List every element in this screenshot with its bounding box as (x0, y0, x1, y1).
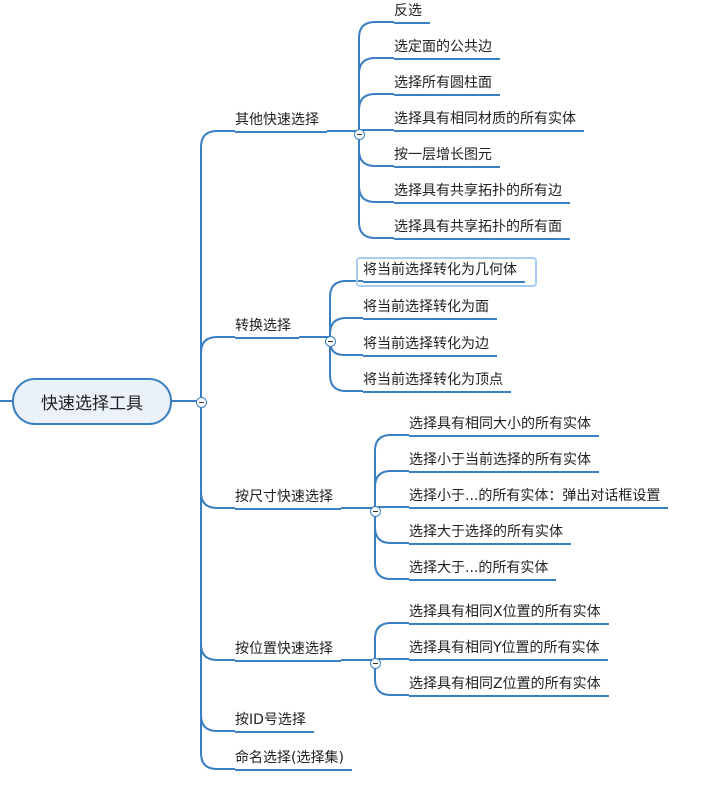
connector (200, 402, 235, 732)
leaf-node[interactable]: 选择具有相同材质的所有实体 (394, 110, 584, 132)
collapse-toggle[interactable] (369, 657, 381, 669)
leaf-node[interactable]: 选择小于...的所有实体：弹出对话框设置 (409, 487, 669, 509)
connector (358, 93, 394, 134)
branch-node[interactable]: 其他快速选择 (235, 111, 327, 133)
branch-node[interactable]: 转换选择 (235, 317, 299, 339)
branch-node[interactable]: 按尺寸快速选择 (235, 488, 341, 510)
connector (358, 21, 394, 134)
connector (358, 57, 394, 134)
leaf-node[interactable]: 选择大于...的所有实体 (409, 559, 557, 581)
connector (374, 511, 409, 580)
connector (200, 130, 235, 402)
connector (374, 511, 409, 544)
collapse-toggle[interactable] (353, 128, 365, 140)
connector (200, 336, 235, 402)
connector (374, 470, 409, 511)
leaf-node[interactable]: 选择具有共享拓扑的所有面 (394, 218, 570, 240)
leaf-node[interactable]: 选定面的公共边 (394, 38, 500, 60)
connector (329, 341, 363, 392)
connector (200, 402, 235, 661)
leaf-node[interactable]: 选择小于当前选择的所有实体 (409, 451, 599, 473)
branch-node[interactable]: 按ID号选择 (235, 711, 314, 733)
leaf-node[interactable]: 选择具有相同X位置的所有实体 (409, 603, 609, 625)
connector (374, 622, 409, 663)
leaf-node[interactable]: 将当前选择转化为几何体 (363, 261, 525, 283)
leaf-node[interactable]: 选择具有共享拓扑的所有边 (394, 182, 570, 204)
leaf-node[interactable]: 将当前选择转化为边 (363, 335, 497, 357)
collapse-toggle[interactable] (324, 335, 336, 347)
leaf-node[interactable]: 将当前选择转化为顶点 (363, 371, 511, 393)
leaf-node[interactable]: 按一层增长图元 (394, 146, 500, 168)
branch-node[interactable]: 命名选择(选择集) (235, 749, 352, 771)
connector (200, 402, 235, 770)
connector (358, 134, 394, 203)
connector (358, 134, 394, 167)
leaf-node[interactable]: 选择所有圆柱面 (394, 74, 500, 96)
leaf-node[interactable]: 反选 (394, 2, 430, 24)
leaf-node[interactable]: 选择大于选择的所有实体 (409, 523, 571, 545)
connector (358, 134, 394, 239)
selection-highlight (356, 257, 537, 287)
connector (329, 280, 363, 341)
collapse-toggle[interactable] (195, 396, 207, 408)
leaf-node[interactable]: 选择具有相同Z位置的所有实体 (409, 675, 609, 697)
connector (329, 317, 363, 341)
root-node[interactable]: 快速选择工具 (12, 378, 172, 425)
leaf-node[interactable]: 将当前选择转化为面 (363, 298, 497, 320)
connector (200, 402, 235, 509)
leaf-node[interactable]: 选择具有相同大小的所有实体 (409, 415, 599, 437)
branch-node[interactable]: 按位置快速选择 (235, 640, 341, 662)
connector (374, 434, 409, 511)
leaf-node[interactable]: 选择具有相同Y位置的所有实体 (409, 639, 608, 661)
collapse-toggle[interactable] (369, 505, 381, 517)
connector (374, 663, 409, 696)
